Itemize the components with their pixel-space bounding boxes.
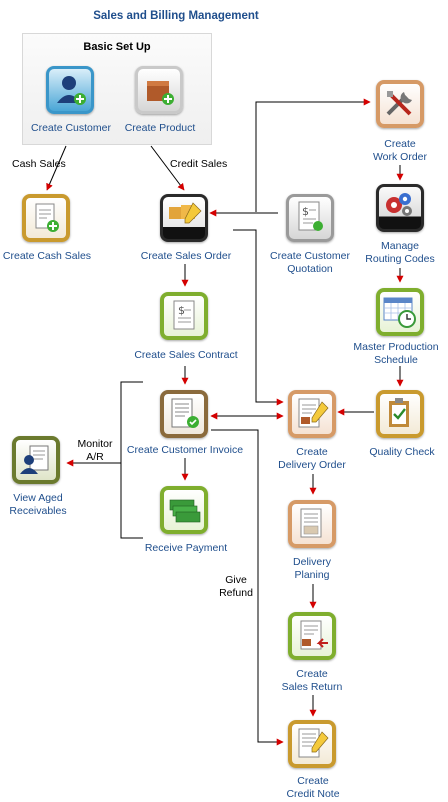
boxes-pen-icon [169,202,202,224]
view-aged-receivables-label: View Aged Receivables [9,492,67,517]
create-customer-label: Create Customer [31,122,111,134]
gears-icon [386,193,412,216]
edge-credit-sales [150,145,185,191]
create-credit-note-button[interactable] [288,720,336,768]
credit-sales-label: Credit Sales [170,158,228,170]
create-cash-sales-button[interactable] [22,194,70,242]
edge-cash-sales [46,145,67,191]
create-customer-invoice-button[interactable] [160,390,208,438]
tools-icon [386,91,412,116]
give-refund-label: Give Refund [219,574,253,599]
create-cash-sales-label: Create Cash Sales [2,250,92,262]
manage-routing-codes-button[interactable] [376,184,424,232]
delivery-pen-icon [298,398,329,428]
box-add-icon [147,81,174,105]
create-product-label: Create Product [124,122,196,134]
delivery-planing-button[interactable] [288,500,336,548]
delivery-planing-label: Delivery Planing [293,556,331,581]
person-document-icon [20,445,49,474]
receive-payment-button[interactable] [160,486,208,534]
money-stack-icon [169,499,201,523]
monitor-ar-label: Monitor A/R [77,438,113,463]
create-sales-contract-button[interactable]: $ [160,292,208,340]
master-production-schedule-label: Master Production Schedule [353,341,439,366]
manage-routing-codes-label: Manage Routing Codes [365,240,435,265]
create-customer-quotation-button[interactable]: $ [286,194,334,242]
delivery-plan-icon [300,508,322,538]
cash-sales-label: Cash Sales [12,158,66,170]
quality-check-label: Quality Check [369,446,435,458]
edge-order-to-delivery [233,229,284,406]
quote-document-icon: $ [298,201,323,231]
basic-setup-heading: Basic Set Up [83,41,151,53]
create-sales-order-button[interactable] [160,194,208,242]
edge-to-work-order [255,98,371,212]
document-add-icon [35,203,59,232]
create-sales-order-label: Create Sales Order [140,250,232,262]
credit-note-pen-icon [298,728,329,758]
return-document-icon [300,620,328,650]
create-customer-button[interactable] [46,66,94,114]
receive-payment-label: Receive Payment [144,542,228,554]
create-sales-return-button[interactable] [288,612,336,660]
svg-text:$: $ [178,304,185,317]
clipboard-check-icon [389,398,409,427]
create-delivery-order-label: Create Delivery Order [278,446,346,471]
create-credit-note-label: Create Credit Note [286,775,340,800]
monitor-bracket [120,381,143,539]
create-customer-quotation-label: Create Customer Quotation [270,250,350,275]
create-work-order-label: Create Work Order [372,138,428,163]
view-aged-receivables-button[interactable] [12,436,60,484]
invoice-icon [171,398,199,428]
create-customer-invoice-label: Create Customer Invoice [126,444,244,456]
quality-check-button[interactable] [376,390,424,438]
master-production-schedule-button[interactable] [376,288,424,336]
user-add-icon [57,76,86,105]
create-delivery-order-button[interactable] [288,390,336,438]
edge-give-refund [211,429,284,746]
calendar-clock-icon [383,297,416,328]
create-product-button[interactable] [135,66,183,114]
page-title: Sales and Billing Management [93,10,259,22]
create-sales-contract-label: Create Sales Contract [134,349,238,361]
svg-text:$: $ [302,205,309,218]
contract-dollar-icon: $ [173,300,195,330]
create-sales-return-label: Create Sales Return [281,668,343,693]
create-work-order-button[interactable] [376,80,424,128]
